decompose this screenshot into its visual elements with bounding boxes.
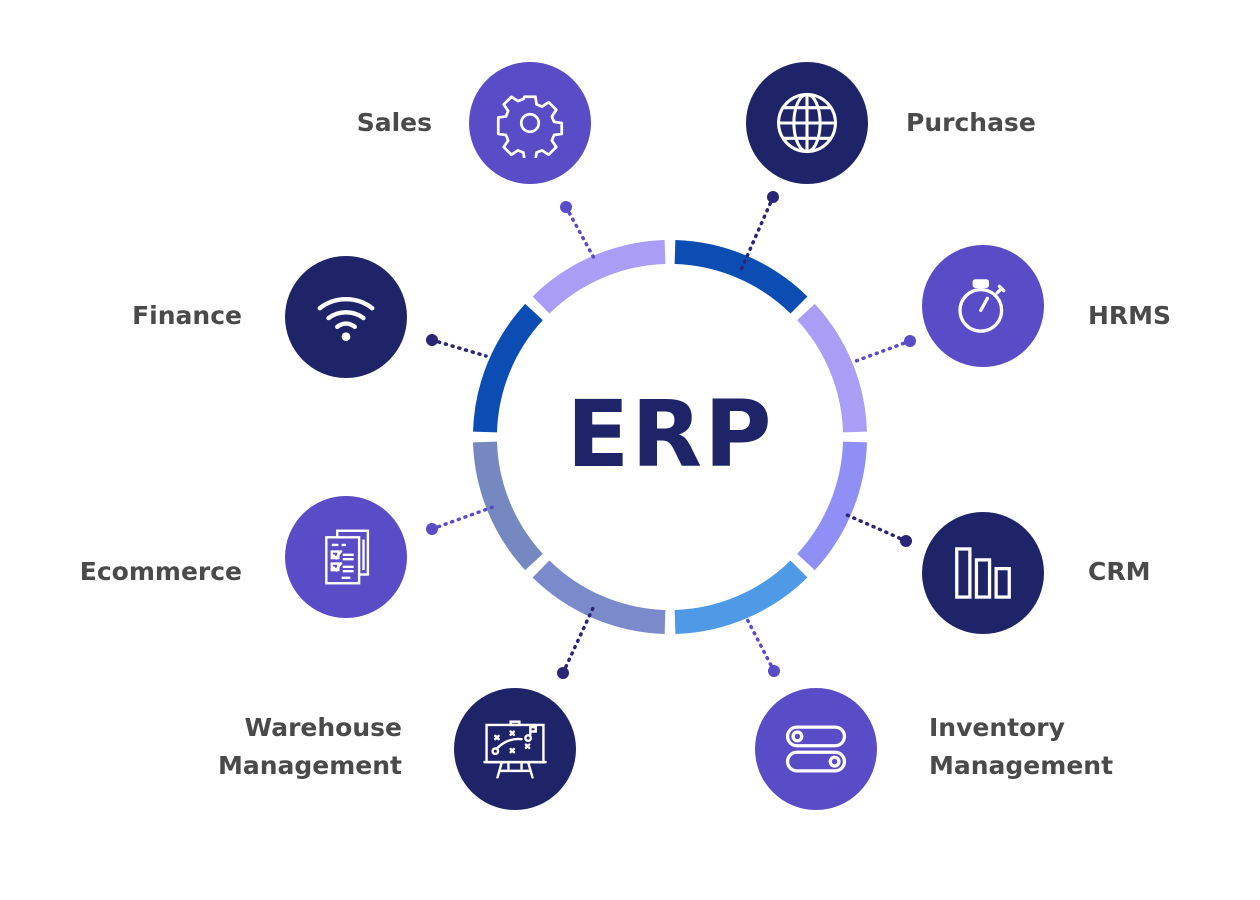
ecommerce-label: Ecommerce [79,557,242,586]
ring-segment-left-lower [473,441,543,571]
checklist-documents-icon [325,529,370,585]
center-title: ERP [566,381,774,488]
connector-dot-hrms [904,335,916,347]
hrms-node [922,245,1044,367]
connector-dot-inventory [768,665,780,677]
wifi-icon [317,297,375,342]
warehouse-label-line2: Management [217,751,402,780]
ring-segment-bottom-right [674,560,808,634]
ring-segment-left-upper [473,303,543,433]
warehouse-label-line1: Warehouse [244,713,402,742]
inventory-management-node [755,688,877,810]
purchase-label: Purchase [906,108,1036,137]
crm-label: CRM [1088,557,1151,586]
sales-label: Sales [356,108,432,137]
finance-node [285,256,407,378]
crm-node [922,512,1044,634]
connector-dot-sales [560,201,572,213]
connector-dot-crm [900,535,912,547]
ring-segment-right-upper [797,303,867,433]
ring-segment-top-left [532,240,666,314]
bar-chart-icon [955,547,1011,599]
sales-node [469,62,591,184]
connector-dot-finance [426,334,438,346]
connector-dot-purchase [767,191,779,203]
globe-icon [777,93,837,153]
inventory-management-label: Inventory Management [929,709,1113,785]
connector-dot-ecommerce [426,523,438,535]
ring-segment-top-right [674,240,808,314]
ring-segment-right-lower [797,441,867,571]
ring-segment-bottom-left [532,560,666,634]
purchase-node [746,62,868,184]
warehouse-management-label: Warehouse Management [180,709,402,785]
connector-dot-warehouse [557,667,569,679]
ecommerce-node [285,496,407,618]
finance-label: Finance [132,301,242,330]
stopwatch-icon [958,279,1006,333]
inventory-label-line1: Inventory [929,713,1065,742]
hrms-label: HRMS [1088,301,1172,330]
toggle-switches-icon [785,725,847,773]
strategy-board-icon [483,720,547,779]
inventory-label-line2: Management [929,751,1114,780]
warehouse-management-node [454,688,576,810]
gear-icon [496,95,564,158]
